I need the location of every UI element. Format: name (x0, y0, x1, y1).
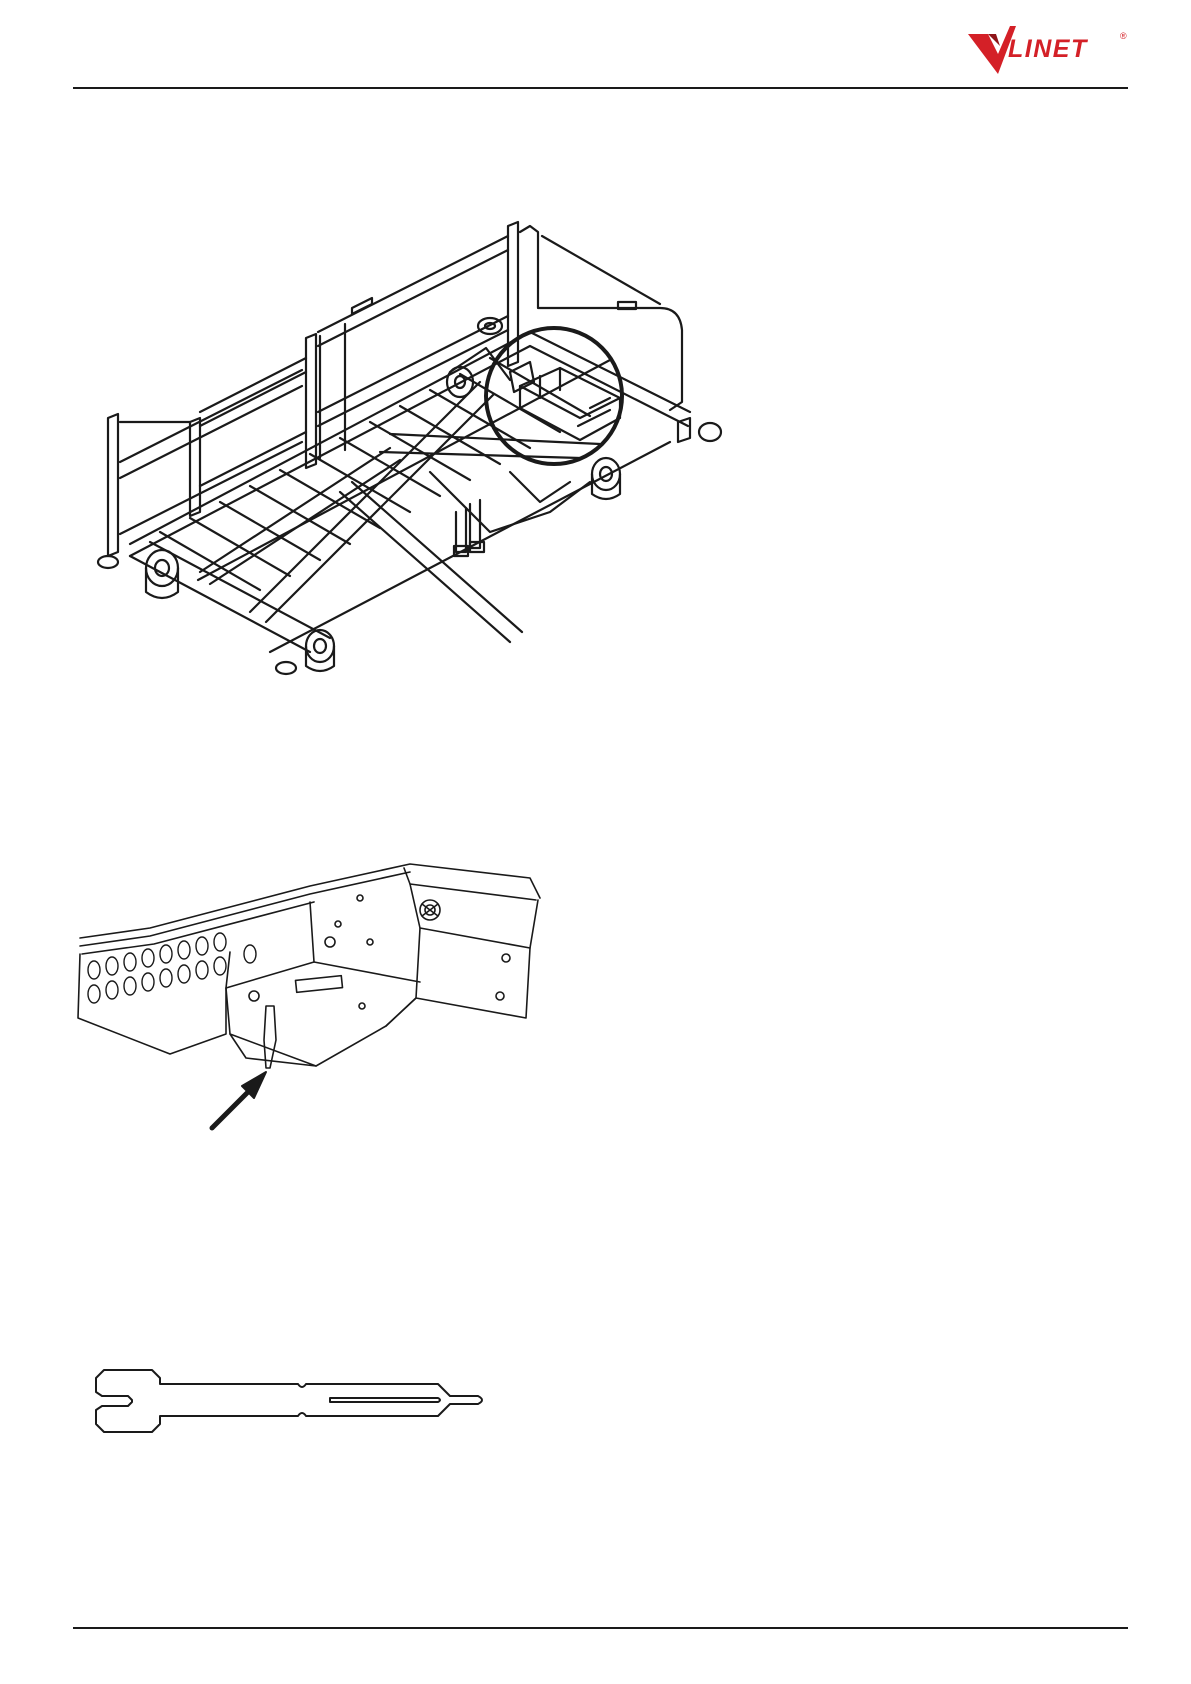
control-box-illustration (70, 858, 560, 1148)
release-key-illustration (88, 1362, 528, 1462)
bed-frame-illustration (90, 212, 750, 732)
logo-registered-mark: ® (1120, 31, 1127, 41)
logo-text: LINET (1008, 35, 1088, 64)
footer-divider (73, 1627, 1128, 1629)
header-divider (73, 87, 1128, 89)
